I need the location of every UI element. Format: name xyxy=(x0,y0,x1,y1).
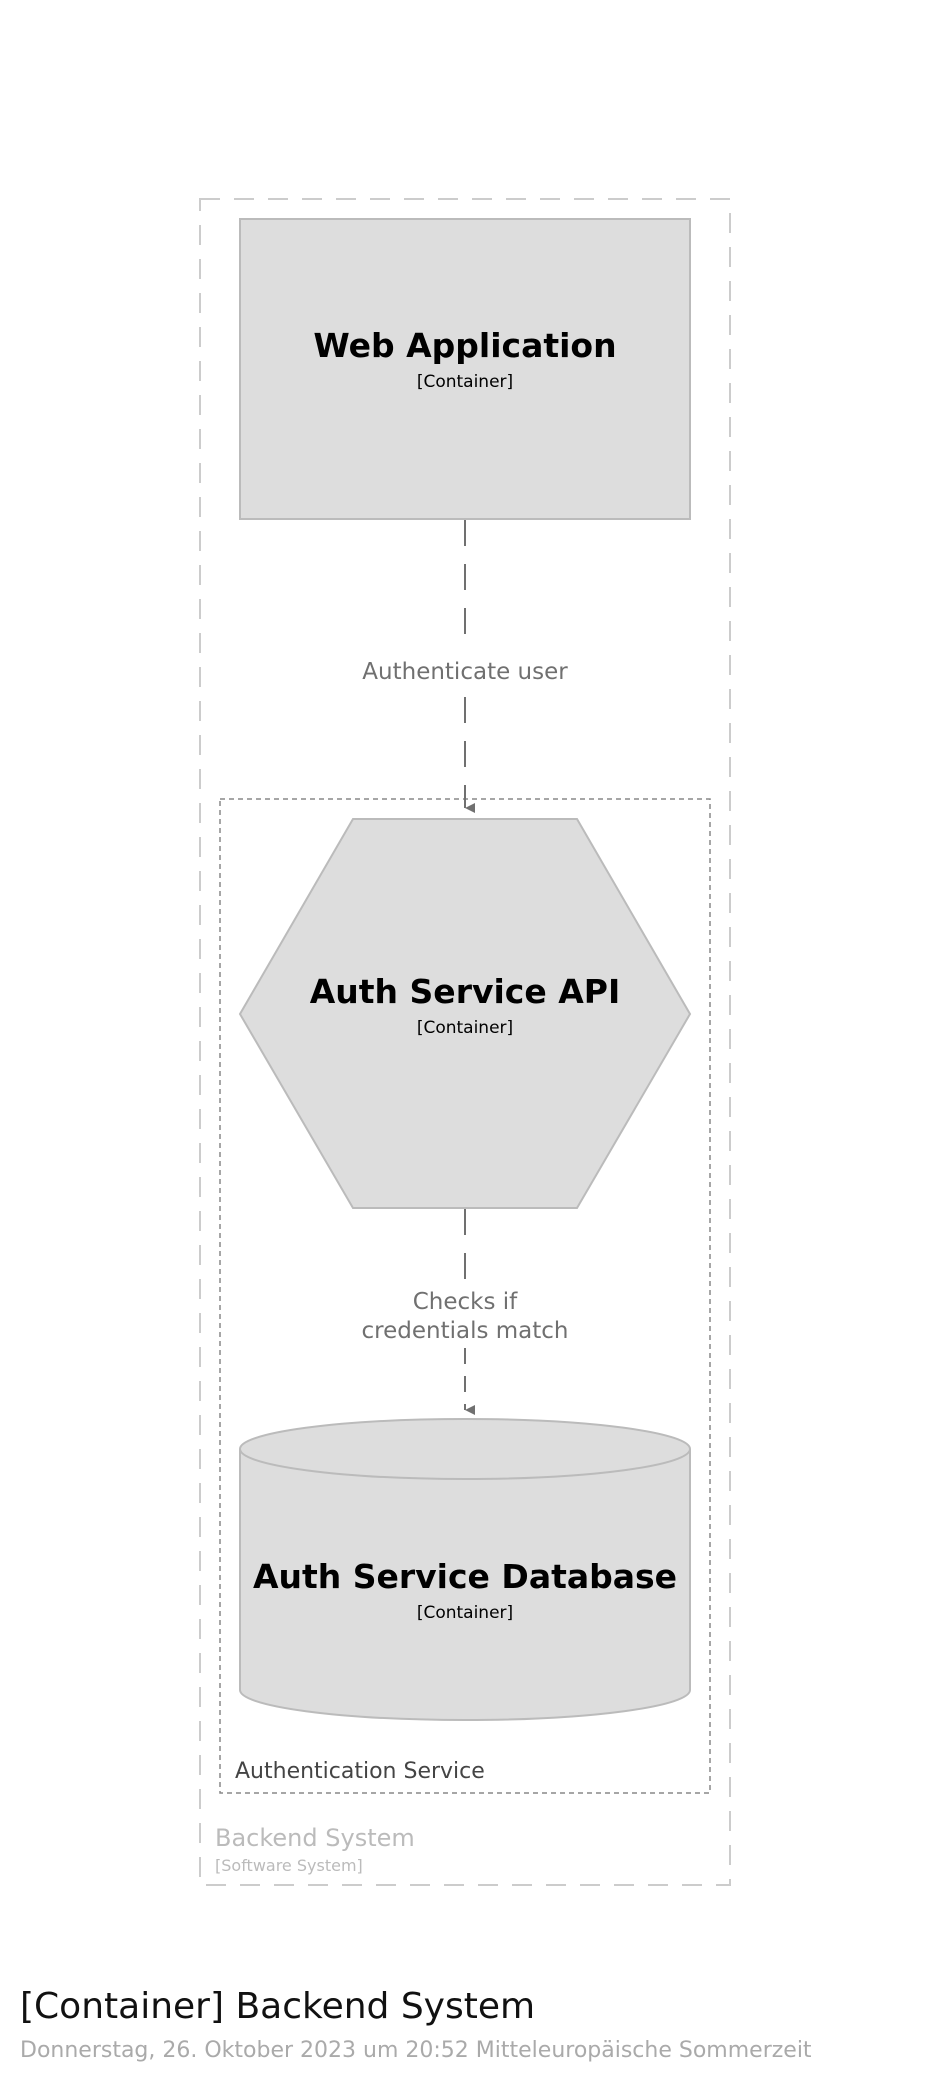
architecture-diagram: Backend System [Software System] Authent… xyxy=(199,198,731,1886)
auth-service-api-name: Auth Service API xyxy=(310,972,620,1011)
edge-label-authenticate-user: Authenticate user xyxy=(362,659,568,685)
auth-service-api-type: [Container] xyxy=(417,1018,513,1038)
auth-service-database-name: Auth Service Database xyxy=(253,1557,677,1596)
diagram-date: Donnerstag, 26. Oktober 2023 um 20:52 Mi… xyxy=(20,2038,812,2063)
auth-service-api-container[interactable]: Auth Service API [Container] xyxy=(238,818,692,1209)
diagram-title: [Container] Backend System xyxy=(20,1986,536,2027)
edge-checks-credentials: Checks if credentials match xyxy=(362,1209,569,1415)
authentication-service-name: Authentication Service xyxy=(235,1759,485,1784)
web-application-container[interactable]: Web Application [Container] xyxy=(239,218,691,520)
web-application-name: Web Application xyxy=(313,326,616,365)
auth-service-database-type: [Container] xyxy=(417,1603,513,1623)
auth-service-database-container[interactable]: Auth Service Database [Container] xyxy=(239,1418,691,1721)
web-application-type: [Container] xyxy=(417,372,513,392)
edge-authenticate-user: Authenticate user xyxy=(362,520,568,813)
backend-system-type: [Software System] xyxy=(215,1856,363,1875)
edge-label-checks-line2: credentials match xyxy=(362,1318,569,1344)
backend-system-boundary[interactable]: Backend System [Software System] xyxy=(199,198,731,1886)
backend-system-name: Backend System xyxy=(215,1824,415,1852)
edge-label-checks-line1: Checks if xyxy=(413,1289,518,1315)
